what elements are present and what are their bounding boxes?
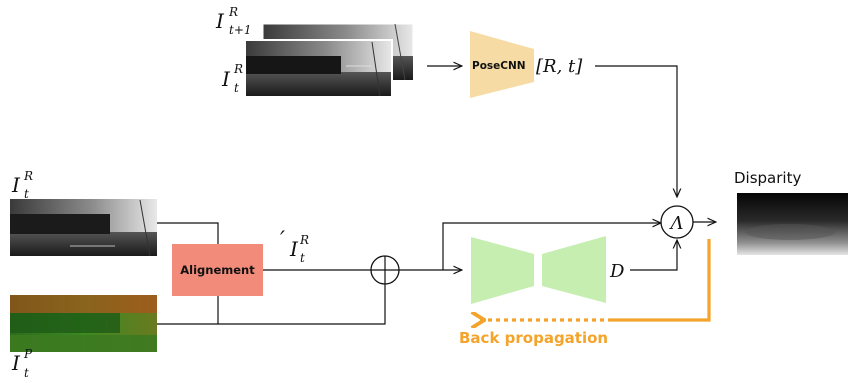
svg-text:R: R (23, 169, 33, 183)
svg-text:Λ: Λ (669, 213, 684, 234)
label-i-t-top: I R t (221, 62, 243, 95)
posecnn-label: PoseCNN (472, 60, 526, 72)
backprop-label: Back propagation (459, 329, 608, 347)
depth-decoder-block (542, 236, 606, 303)
disparity-image (737, 193, 848, 255)
arrow-fusion-to-lambda (442, 223, 661, 270)
svg-text:t: t (24, 187, 29, 201)
lambda-operator-circle: Λ (660, 205, 694, 239)
svg-text:R: R (233, 62, 243, 76)
arrow-pose-to-lambda (595, 65, 677, 197)
frame-t-top-image (244, 39, 393, 98)
svg-text:I: I (215, 9, 225, 33)
input-image-rgb (10, 199, 157, 257)
svg-text:P: P (23, 347, 33, 361)
backprop-solid-line (612, 239, 711, 322)
depth-label: D (609, 261, 625, 282)
svg-text:I: I (221, 67, 231, 91)
alignment-block (172, 244, 263, 296)
disparity-label: Disparity (734, 169, 801, 187)
label-i-t-left: I R t (11, 169, 33, 201)
label-i-t-p: I P t (11, 347, 33, 380)
line-rgb-to-alignment (157, 222, 219, 244)
input-image-projected (10, 295, 157, 352)
posecnn-block (470, 31, 534, 98)
pose-output-label: [R, t] (536, 56, 583, 77)
svg-text:R: R (299, 233, 309, 247)
fusion-plus-circle (370, 255, 400, 285)
svg-text:R: R (228, 5, 238, 19)
arrow-depth-to-lambda (630, 240, 677, 271)
line-projected-to-fusion (157, 284, 386, 325)
svg-text:t+1: t+1 (229, 23, 252, 37)
label-i-t-plus-1: I R t+1 (215, 5, 252, 37)
alignment-label: Alignement (180, 263, 255, 277)
svg-text:t: t (300, 251, 305, 265)
label-aligned-image: ′ I R t (280, 228, 309, 265)
svg-text:t: t (234, 81, 239, 95)
svg-text:I: I (11, 351, 21, 375)
svg-text:′: ′ (280, 228, 285, 253)
svg-text:I: I (11, 173, 21, 197)
svg-text:I: I (289, 237, 299, 261)
depth-encoder-block (471, 237, 534, 304)
svg-text:t: t (24, 366, 29, 380)
